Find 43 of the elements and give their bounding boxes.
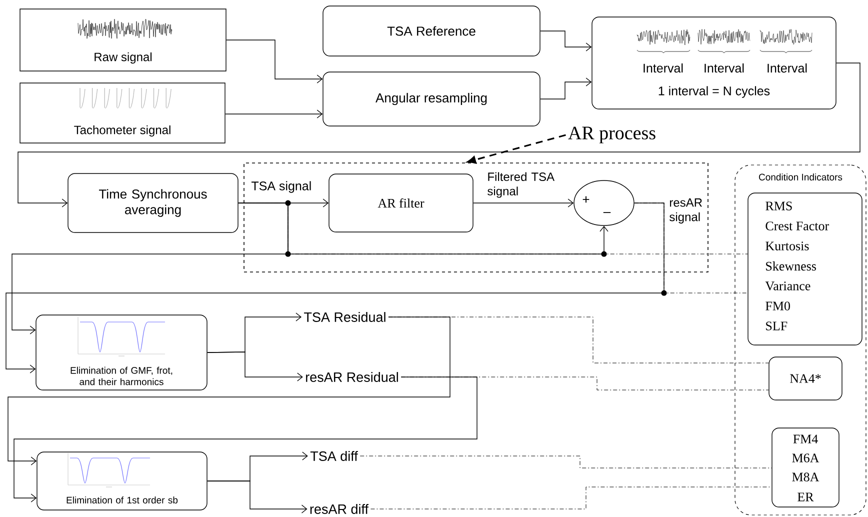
filter-box: Elimination of GMF, frot, and their harmonics: [36, 314, 208, 390]
indicator-box: FM4 M6A M8A ER: [772, 428, 840, 508]
arrow: [18, 62, 860, 208]
connector-line: [238, 202, 748, 254]
connector-line: [370, 486, 772, 510]
signal-box: Tachometer signal: [20, 82, 226, 144]
node-label: 1 interval = N cycles: [658, 86, 770, 98]
signal-label: Filtered TSA signal: [488, 172, 555, 198]
node-label: Interval: [704, 63, 744, 73]
arrow: [226, 40, 323, 84]
arrow: [14, 376, 478, 502]
indicator-list-box: RMS Crest Factor Kurtosis Skewness Variance FM0 SLF: [748, 192, 862, 346]
arrow: [473, 198, 574, 208]
signal-label: TSA Residual: [304, 312, 386, 322]
connector-line: [388, 316, 769, 364]
arrow: [12, 202, 288, 334]
leader-arrow: [467, 134, 566, 164]
process-box: Time Synchronous averaging: [68, 173, 238, 233]
connector-line: [400, 376, 769, 390]
arrow: [6, 202, 664, 374]
signal-label: TSA signal: [252, 181, 311, 193]
signal-label: resAR diff: [310, 504, 369, 514]
connector-line: [360, 456, 772, 468]
arrow: [540, 78, 592, 100]
node-label: Interval: [768, 63, 807, 73]
arrow: [225, 110, 323, 118]
indicator-box: NA4*: [768, 356, 842, 400]
arrow: [207, 352, 303, 382]
signal-label: resAR signal: [670, 198, 702, 224]
signal-label: resAR Residual: [306, 372, 398, 382]
signal-box: Raw signal: [20, 8, 226, 72]
process-label: AR process: [568, 126, 656, 144]
interval-box: Interval Interval Interval 1 interval = N cycles: [592, 16, 836, 110]
node-label: Interval: [644, 63, 683, 73]
process-box: Angular resampling: [322, 72, 540, 126]
signal-label: TSA diff: [310, 451, 358, 461]
arrow: [207, 480, 308, 514]
arrow: [540, 30, 592, 52]
filter-box: Elimination of 1st order sb: [36, 452, 208, 510]
process-box: TSA Reference: [322, 6, 540, 56]
filter-box: AR filter: [328, 174, 474, 232]
connector-line: [634, 202, 748, 294]
arrow: [8, 316, 450, 466]
